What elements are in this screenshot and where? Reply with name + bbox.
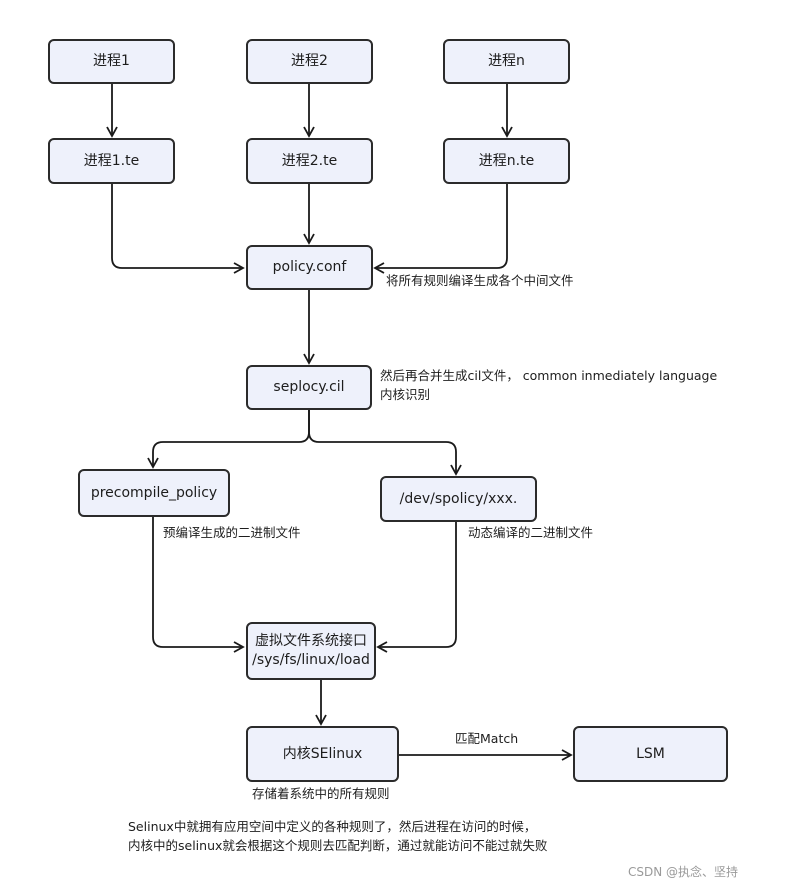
policy-conf-label: policy.conf — [272, 259, 347, 276]
watermark: CSDN @执念、坚持 — [628, 865, 739, 879]
precompiled-binary-note: 预编译生成的二进制文件 — [163, 525, 301, 540]
merge-note-line-2: 内核识别 — [380, 386, 431, 402]
process-n-label: 进程n — [488, 53, 525, 70]
merge-note-line-1: 然后再合并生成cil文件， common inmediately languag… — [380, 368, 718, 383]
summary-text: Selinux中就拥有应用空间中定义的各种规则了，然后进程在访问的时候， 内核中… — [128, 818, 547, 856]
seplocy-cil-box: seplocy.cil — [246, 365, 372, 410]
merge-note: 然后再合并生成cil文件， common inmediately languag… — [380, 367, 717, 405]
process-n-box: 进程n — [443, 39, 570, 84]
precompile-policy-label: precompile_policy — [90, 484, 218, 501]
precompile-policy-box: precompile_policy — [78, 469, 230, 517]
vfs-path-label: /sys/fs/linux/load — [252, 652, 370, 668]
process-2-te-box: 进程2.te — [246, 138, 373, 184]
dev-path-box: /dev/spolicy/xxx. — [380, 476, 537, 522]
edge-pnte-policy — [373, 184, 508, 274]
process-n-te-label: 进程n.te — [478, 152, 535, 169]
edge-precompile-vfs — [152, 517, 245, 653]
summary-line-1: Selinux中就拥有应用空间中定义的各种规则了，然后进程在访问的时候， — [128, 819, 537, 834]
vfs-interface-label: 虚拟文件系统接口 — [254, 633, 367, 650]
kernel-selinux-label: 内核SElinux — [282, 745, 363, 762]
process-1-label: 进程1 — [93, 53, 130, 70]
edge-cil-precompile — [147, 410, 310, 469]
stores-rules-note: 存储着系统中的所有规则 — [252, 786, 390, 801]
policy-conf-box: policy.conf — [246, 245, 373, 290]
edge-cil-dev — [308, 410, 462, 476]
vfs-interface-box: 虚拟文件系统接口 /sys/fs/linux/load — [246, 622, 376, 680]
process-1-te-label: 进程1.te — [83, 152, 140, 169]
process-1-box: 进程1 — [48, 39, 175, 84]
lsm-label: LSM — [636, 745, 665, 762]
edge-p1te-policy — [111, 184, 245, 274]
process-2-te-label: 进程2.te — [281, 152, 338, 169]
kernel-selinux-box: 内核SElinux — [246, 726, 399, 782]
lsm-box: LSM — [573, 726, 728, 782]
process-n-te-box: 进程n.te — [443, 138, 570, 184]
compile-intermediate-note: 将所有规则编译生成各个中间文件 — [386, 273, 574, 288]
summary-line-2: 内核中的selinux就会根据这个规则去匹配判断，通过就能访问不能过就失败 — [128, 837, 548, 853]
dynamic-binary-note: 动态编译的二进制文件 — [468, 525, 594, 540]
process-2-label: 进程2 — [291, 53, 328, 70]
match-label: 匹配Match — [455, 731, 519, 746]
seplocy-cil-label: seplocy.cil — [273, 379, 345, 396]
process-1-te-box: 进程1.te — [48, 138, 175, 184]
process-2-box: 进程2 — [246, 39, 373, 84]
edge-dev-vfs — [376, 522, 457, 653]
dev-path-label: /dev/spolicy/xxx. — [399, 490, 518, 507]
